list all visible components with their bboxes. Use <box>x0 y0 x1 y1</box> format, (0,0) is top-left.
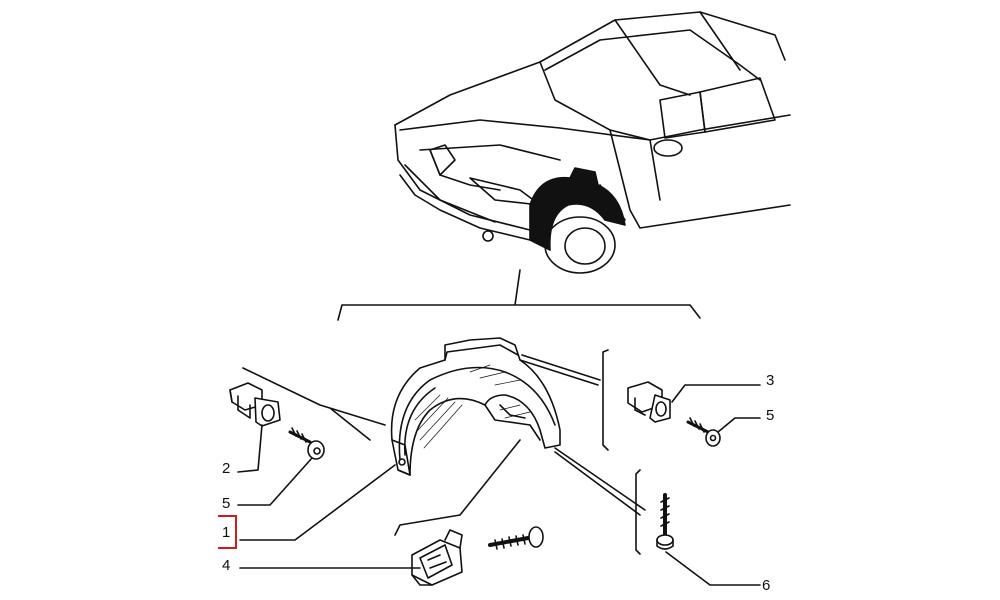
clip-4-drawing <box>411 529 463 586</box>
part-label-2: 2 <box>222 460 231 477</box>
clip-2-drawing <box>229 382 281 427</box>
part-label-5-left: 5 <box>222 495 231 512</box>
part-1-highlight-bracket <box>218 515 237 549</box>
part-label-4: 4 <box>222 557 231 574</box>
screw-5-left-drawing <box>288 427 325 460</box>
car-illustration <box>394 11 791 274</box>
wheel-arch-liner-drawing <box>390 337 561 476</box>
liner-on-car <box>529 167 626 251</box>
screw-5-right-drawing <box>686 417 721 447</box>
part-label-5-right: 5 <box>766 407 775 424</box>
part-label-1: 1 <box>222 524 231 541</box>
part-label-3: 3 <box>766 372 775 389</box>
screw-6-drawing <box>656 493 674 550</box>
clip-3-drawing <box>627 381 671 423</box>
part-label-6: 6 <box>762 577 771 594</box>
screw-clip-4-drawing <box>488 526 544 550</box>
